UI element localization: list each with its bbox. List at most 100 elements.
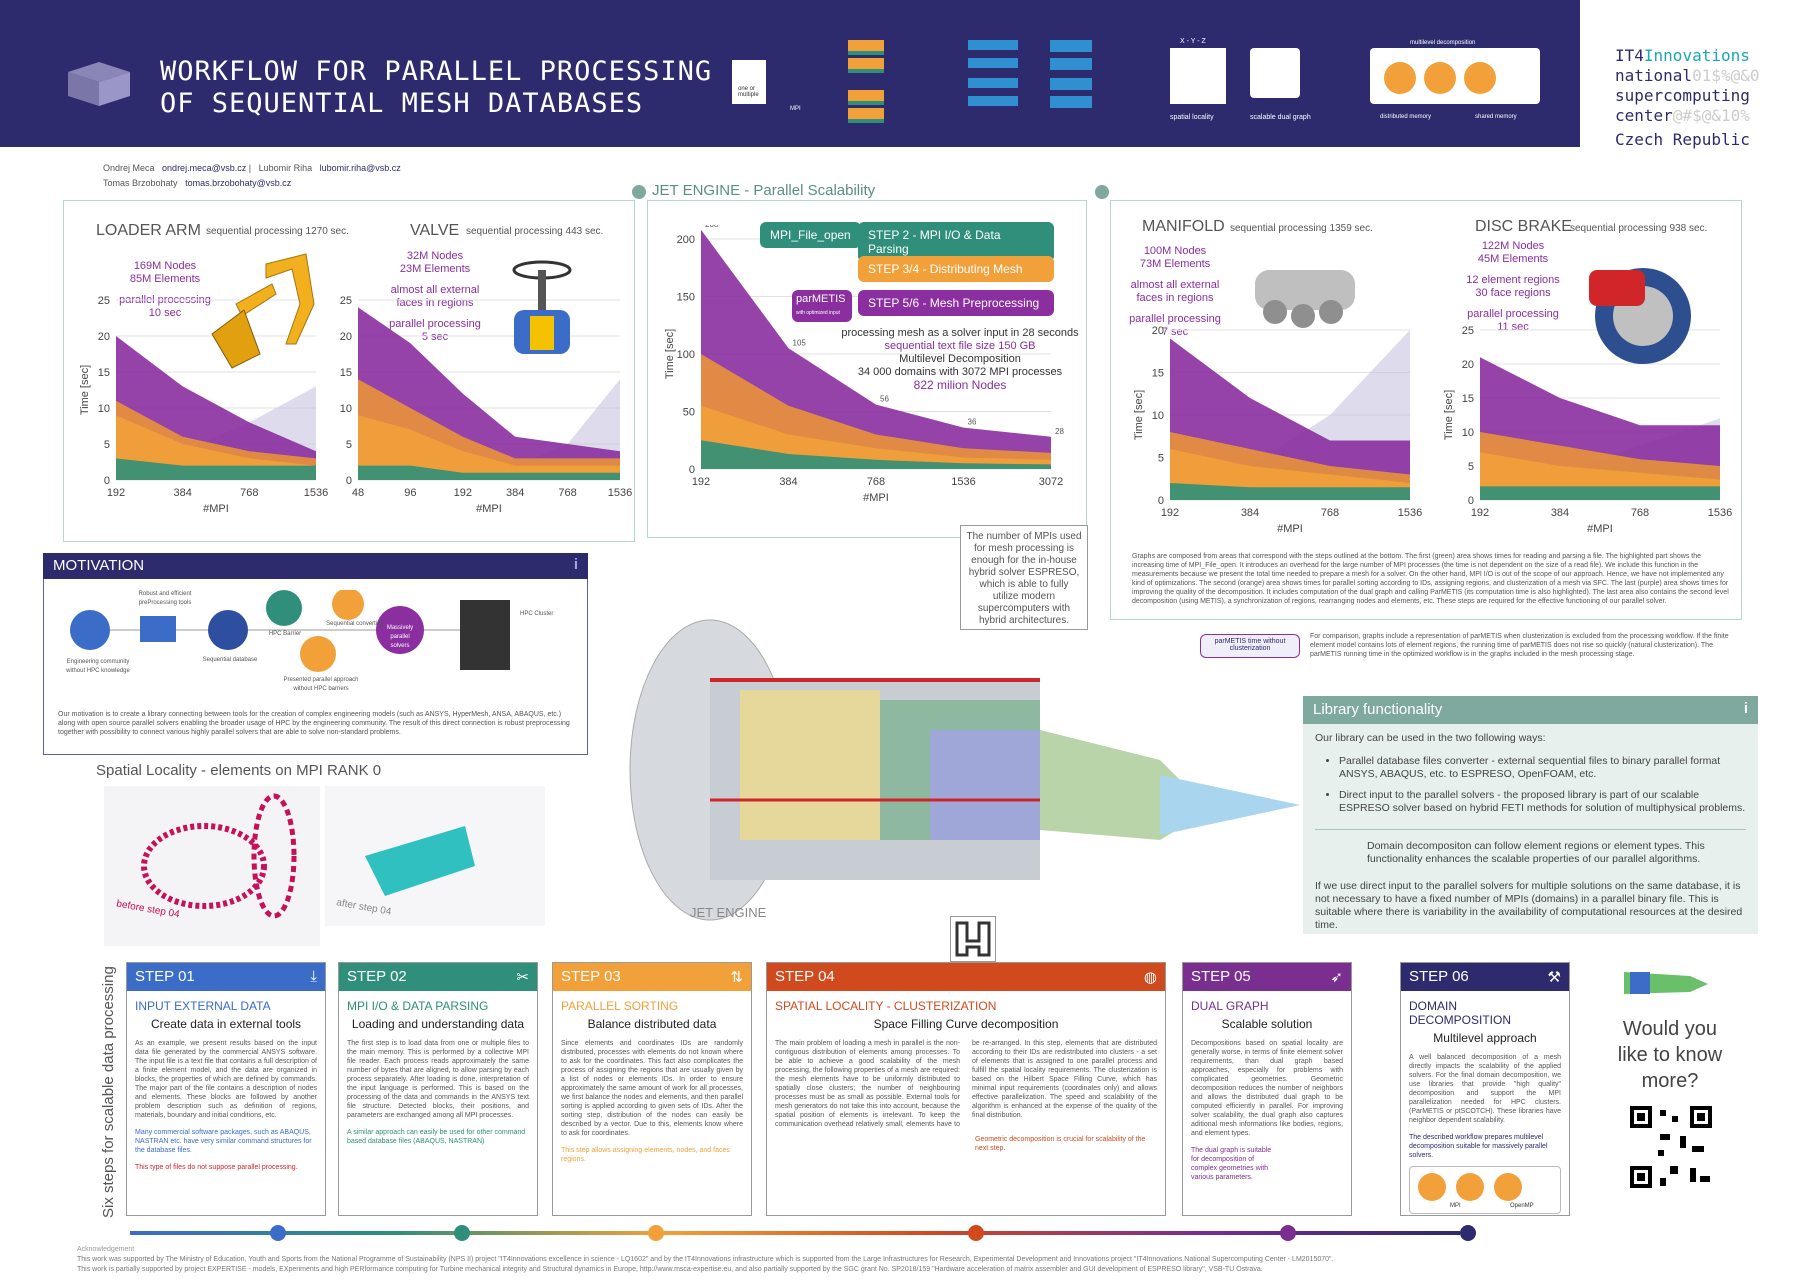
y-tick-label: 0: [689, 464, 695, 476]
data-label: 208: [705, 225, 719, 229]
y-tick-label: 5: [346, 439, 352, 451]
loader-arm-sub: sequential processing 1270 sec.: [206, 226, 349, 237]
y-tick-label: 100: [677, 349, 695, 361]
author-email[interactable]: lubomir.riha@vsb.cz: [319, 163, 401, 173]
jet-engine-image: [600, 560, 1320, 930]
y-tick-label: 0: [1158, 495, 1164, 507]
y-tick-label: 0: [1468, 495, 1474, 507]
after-image: [325, 786, 545, 926]
y-tick-label: 5: [1468, 461, 1474, 473]
data-label: 105: [793, 338, 807, 347]
x-tick-label: 1536: [951, 476, 975, 488]
x-tick-label: 768: [558, 487, 576, 499]
flow-label: distributed memory: [1380, 114, 1432, 120]
x-axis-label: #MPI: [863, 492, 889, 504]
flow-label: multilevel decomposition: [1410, 40, 1476, 46]
x-tick-label: 384: [506, 487, 524, 499]
step-05-card: STEP 05➶ DUAL GRAPH Scalable solution De…: [1182, 962, 1352, 1216]
series-area: [116, 415, 316, 480]
step34-button: STEP 3/4 - Distributing Mesh: [858, 256, 1054, 282]
library-para: Domain decompositon can follow element r…: [1367, 840, 1705, 865]
y-tick-label: 15: [98, 367, 110, 379]
info-icon[interactable]: i: [573, 556, 578, 573]
x-tick-label: 1536: [1398, 507, 1422, 519]
it4i-logo: IT4Innovations national01$%@&0 supercomp…: [1615, 46, 1760, 149]
mpi-file-open-button: MPI_File_open: [760, 222, 861, 248]
info-icon[interactable]: i: [1743, 700, 1748, 717]
rocket-icon: ➶: [1330, 969, 1343, 986]
motivation-node: Massively parallel solvers: [386, 625, 414, 649]
hilbert-icon: [950, 916, 996, 962]
y-axis-label: Time [sec]: [664, 329, 676, 379]
y-tick-label: 20: [1152, 325, 1164, 337]
x-tick-label: 768: [240, 487, 258, 499]
y-tick-label: 10: [98, 403, 110, 415]
step56-button: STEP 5/6 - Mesh Preprocessing: [858, 290, 1054, 316]
authors: Ondrej Meca ondrej.meca@vsb.cz | Lubomir…: [103, 163, 401, 188]
flow-label: shared memory: [1475, 114, 1517, 120]
jet-engine-label: JET ENGINE: [690, 905, 767, 920]
x-tick-label: 192: [454, 487, 472, 499]
x-tick-label: 384: [173, 487, 191, 499]
y-tick-label: 150: [677, 292, 695, 304]
acknowledgement: Acknowledgement This work was supported …: [77, 1246, 1334, 1273]
y-tick-label: 10: [1462, 427, 1474, 439]
series-area: [701, 440, 1051, 469]
mpi-note: The number of MPIs used for mesh process…: [960, 525, 1088, 630]
author-email[interactable]: ondrej.meca@vsb.cz: [162, 163, 247, 173]
step-03-card: STEP 03⇅ PARALLEL SORTING Balance distri…: [552, 962, 752, 1216]
sort-icon: ⇅: [730, 969, 743, 986]
motivation-node: Robust and efficient preProcessing tools: [138, 591, 192, 606]
more-text: Would you like to know more?: [1617, 1018, 1723, 1092]
jet-engine-chart: 0501001502001923847681536307220810556362…: [664, 225, 1064, 504]
y-tick-label: 10: [1152, 410, 1164, 422]
qr-code-icon[interactable]: [1630, 1106, 1712, 1188]
y-tick-label: 20: [1462, 359, 1474, 371]
x-tick-label: 768: [1631, 507, 1649, 519]
valve-image: [500, 256, 580, 366]
motivation-node: HPC Barrier: [268, 631, 302, 637]
disc-brake-image: [1585, 258, 1695, 368]
timeline-dot: [968, 1225, 984, 1241]
series-area: [701, 405, 1051, 469]
timeline-dot: [454, 1225, 470, 1241]
y-axis-label: Time [sec]: [79, 365, 91, 415]
series-area: [116, 458, 316, 480]
timeline-dot: [648, 1225, 664, 1241]
graphs-description: Graphs are composed from areas that corr…: [1132, 553, 1729, 605]
jet-panel-title: JET ENGINE - Parallel Scalability: [652, 182, 876, 199]
library-bullet: Parallel database files converter - exte…: [1339, 755, 1746, 781]
author-email[interactable]: tomas.brzobohaty@vsb.cz: [185, 178, 292, 188]
motivation-diagram: Engineering community without HPC knowle…: [50, 588, 580, 700]
before-image: [104, 786, 320, 946]
x-tick-label: 48: [352, 487, 364, 499]
timeline-dot: [1280, 1225, 1296, 1241]
globe-icon: ◍: [1143, 969, 1157, 986]
svg-text:MPI: MPI: [790, 106, 801, 112]
x-tick-label: 384: [779, 476, 797, 488]
manifold-image: [1245, 250, 1365, 340]
jet-info: processing mesh as a solver input in 28 …: [841, 327, 1079, 392]
more-engine-icon: [1620, 962, 1710, 1002]
y-tick-label: 25: [98, 295, 110, 307]
header-banner: [0, 0, 1580, 147]
x-tick-label: 1536: [1708, 507, 1732, 519]
timeline-dot: [1460, 1225, 1476, 1241]
svg-text:one or: one or: [738, 86, 755, 92]
motivation-node: Engineering community without HPC knowle…: [66, 659, 130, 674]
x-tick-label: 768: [867, 476, 885, 488]
x-axis-label: #MPI: [476, 503, 502, 515]
step-04-card: STEP 04◍ SPATIAL LOCALITY - CLUSTERIZATI…: [766, 962, 1166, 1216]
library-panel: Our library can be used in the two follo…: [1303, 724, 1758, 934]
manifold-title: MANIFOLD: [1142, 218, 1225, 235]
x-tick-label: 1536: [304, 487, 328, 499]
data-label: 28: [1055, 427, 1064, 436]
x-tick-label: 192: [1471, 507, 1489, 519]
y-tick-label: 5: [1158, 453, 1164, 465]
y-axis-label: Time [sec]: [1133, 390, 1145, 440]
spatial-title: Spatial Locality - elements on MPI RANK …: [96, 762, 382, 779]
x-tick-label: 1536: [608, 487, 632, 499]
